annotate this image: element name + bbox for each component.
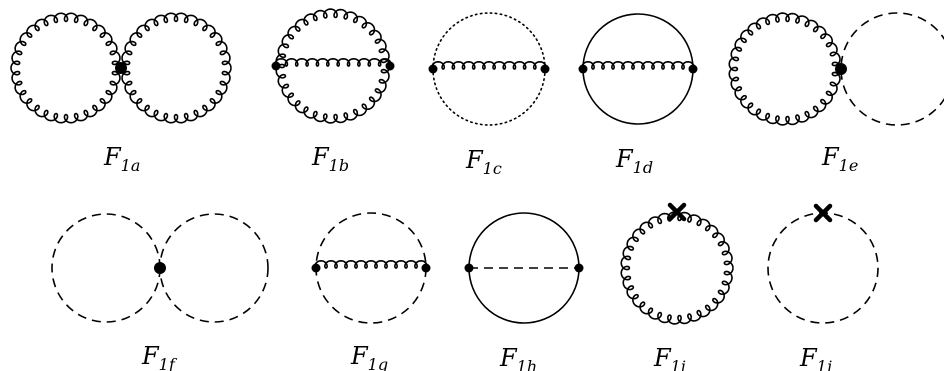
- f1c-gluon-chord-line: [431, 60, 547, 70]
- f1a-left-gluon-loop: [10, 12, 122, 124]
- f1j-dashed-ring: [767, 212, 879, 324]
- f1d-gluon-chord-line: [581, 60, 695, 70]
- f1b-vertex-left: [271, 61, 281, 71]
- f1d-gluon-chord: [581, 60, 695, 70]
- f1h-vertex-right: [574, 263, 584, 273]
- diagram-f1a: F1a: [10, 12, 232, 175]
- f1d-vertex-right: [688, 64, 698, 74]
- f1f-left-dashed-loop-line: [51, 213, 161, 323]
- f1f-label: F1f: [141, 342, 178, 371]
- f1c-vertex-left: [428, 64, 438, 74]
- f1c-vertex-right: [540, 64, 550, 74]
- f1g-vertex-left: [311, 263, 321, 273]
- f1j-dashed-ring-line: [767, 212, 879, 324]
- diagram-f1d: F1d: [578, 13, 698, 177]
- f1a-vertex-dot: [115, 62, 127, 74]
- f1c-gluon-chord: [431, 60, 547, 70]
- f1f-left-dashed-loop: [51, 213, 161, 323]
- f1g-dashed-ring: [315, 212, 427, 324]
- f1d-vertex-left: [578, 64, 588, 74]
- f1g-label: F1g: [350, 342, 388, 371]
- f1h-vertex-left: [464, 263, 474, 273]
- f1c-label: F1c: [465, 146, 502, 178]
- diagram-f1e: F1e: [728, 12, 944, 175]
- f1e-left-gluon-loop: [728, 12, 842, 126]
- f1g-gluon-chord-line: [314, 259, 428, 269]
- f1j-cross-icon: [813, 203, 833, 223]
- f1j-label: F1j: [799, 344, 832, 371]
- f1e-vertex-dot: [835, 63, 847, 75]
- f1i-label: F1i: [653, 344, 686, 371]
- f1c-dotted-ring: [432, 12, 546, 126]
- f1f-right-dashed-loop: [159, 213, 269, 323]
- diagram-f1j: F1j: [767, 203, 879, 371]
- f1e-left-gluon-loop-coil: [728, 12, 842, 126]
- f1b-vertex-right: [385, 61, 395, 71]
- f1e-label: F1e: [821, 143, 858, 175]
- f1e-right-dashed-loop: [840, 12, 944, 126]
- f1e-right-dashed-loop-line: [840, 12, 944, 126]
- f1c-dotted-ring-line: [432, 12, 546, 126]
- diagram-f1i: F1i: [620, 202, 734, 371]
- f1d-solid-ring-line: [582, 13, 694, 125]
- f1b-gluon-chord-line: [274, 57, 392, 67]
- f1b-gluon-ring-coil: [275, 8, 391, 124]
- f1b-gluon-ring: [275, 8, 391, 124]
- f1g-dashed-ring-line: [315, 212, 427, 324]
- f1a-right-gluon-loop: [120, 12, 232, 124]
- f1a-left-gluon-loop-coil: [10, 12, 122, 124]
- f1i-gluon-ring: [620, 211, 734, 325]
- f1i-cross-icon: [667, 202, 687, 222]
- f1d-label: F1d: [615, 145, 653, 177]
- f1f-vertex-dot: [154, 262, 166, 274]
- diagram-f1g: F1g: [311, 212, 431, 371]
- diagram-f1b: F1b: [271, 8, 395, 175]
- f1a-label: F1a: [103, 143, 140, 175]
- f1b-label: F1b: [311, 143, 349, 175]
- f1f-right-dashed-loop-line: [159, 213, 269, 323]
- f1d-solid-ring: [582, 13, 694, 125]
- f1a-right-gluon-loop-coil: [120, 12, 232, 124]
- f1g-gluon-chord: [314, 259, 428, 269]
- diagram-f1f: F1f: [51, 213, 269, 371]
- f1b-gluon-chord: [274, 57, 392, 67]
- f1g-vertex-right: [421, 263, 431, 273]
- f1i-gluon-ring-coil: [620, 211, 734, 325]
- diagram-f1h: F1h: [464, 212, 584, 371]
- f1h-label: F1h: [499, 344, 537, 371]
- diagram-f1c: F1c: [428, 12, 550, 178]
